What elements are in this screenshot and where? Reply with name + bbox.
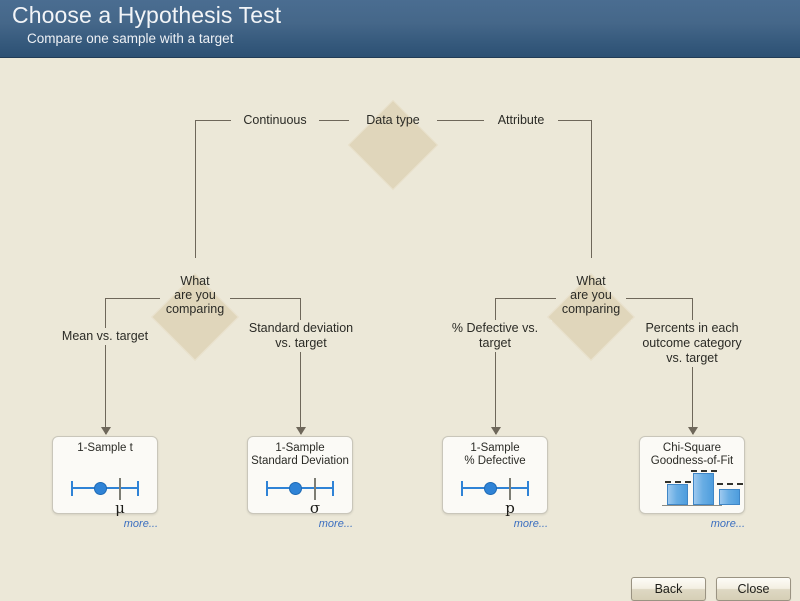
decision-node-data-type-label: Data type — [366, 113, 420, 127]
decision-node-right-label: What are you comparing — [561, 274, 621, 316]
more-link-1-sample-standard-deviation[interactable]: more... — [318, 518, 353, 530]
connector-mean-down — [105, 298, 106, 434]
connector-right-branch-b — [626, 298, 692, 299]
result-card-1-sample-t[interactable]: 1-Sample t μ — [52, 436, 158, 517]
more-link-chi-square-goodness-of-fit[interactable]: more... — [710, 518, 745, 530]
page-title: Choose a Hypothesis Test — [12, 2, 282, 28]
parameter-symbol: μ — [115, 499, 125, 517]
connector-continuous-down — [195, 120, 196, 258]
bar-chart-icon — [640, 465, 744, 509]
back-button[interactable]: Back — [631, 577, 706, 601]
result-card-1-sample-standard-deviation[interactable]: 1-Sample Standard Deviation σ — [247, 436, 353, 517]
confidence-interval-icon: μ — [53, 465, 157, 517]
arrow-mean — [101, 427, 111, 435]
edge-label-defective: % Defective vs. target — [438, 320, 552, 352]
result-card-chi-square-goodness-of-fit[interactable]: Chi-Square Goodness-of-Fit — [639, 436, 745, 514]
parameter-symbol: σ — [309, 499, 321, 517]
close-button[interactable]: Close — [716, 577, 791, 601]
parameter-symbol: p — [505, 499, 515, 517]
edge-label-attribute: Attribute — [484, 112, 558, 129]
edge-label-mean: Mean vs. target — [48, 328, 162, 345]
connector-defective-down — [495, 298, 496, 434]
confidence-interval-icon: σ — [248, 465, 352, 517]
edge-label-continuous: Continuous — [231, 112, 319, 129]
result-card-title: 1-Sample % Defective — [464, 442, 526, 467]
connector-stdev-down — [300, 298, 301, 434]
edge-label-percents: Percents in each outcome category vs. ta… — [631, 320, 753, 367]
confidence-interval-icon: p — [443, 465, 547, 517]
arrow-percents — [688, 427, 698, 435]
more-link-1-sample-t[interactable]: more... — [123, 518, 158, 530]
result-card-title: 1-Sample Standard Deviation — [251, 442, 349, 467]
window-header: Choose a Hypothesis Test Compare one sam… — [0, 0, 800, 58]
more-link-1-sample-percent-defective[interactable]: more... — [513, 518, 548, 530]
connector-right-branch-a — [495, 298, 556, 299]
result-card-title: Chi-Square Goodness-of-Fit — [650, 442, 734, 467]
result-card-title: 1-Sample t — [77, 442, 133, 454]
arrow-defective — [491, 427, 501, 435]
arrow-stdev — [296, 427, 306, 435]
connector-left-branch-a — [105, 298, 160, 299]
result-card-1-sample-percent-defective[interactable]: 1-Sample % Defective p — [442, 436, 548, 517]
connector-attribute-down — [591, 120, 592, 258]
edge-label-stdev: Standard deviation vs. target — [240, 320, 362, 352]
decision-node-left-label: What are you comparing — [165, 274, 225, 316]
connector-left-branch-b — [230, 298, 300, 299]
flowchart-canvas: Data type Continuous Attribute What are … — [0, 58, 800, 601]
page-subtitle: Compare one sample with a target — [27, 31, 234, 46]
